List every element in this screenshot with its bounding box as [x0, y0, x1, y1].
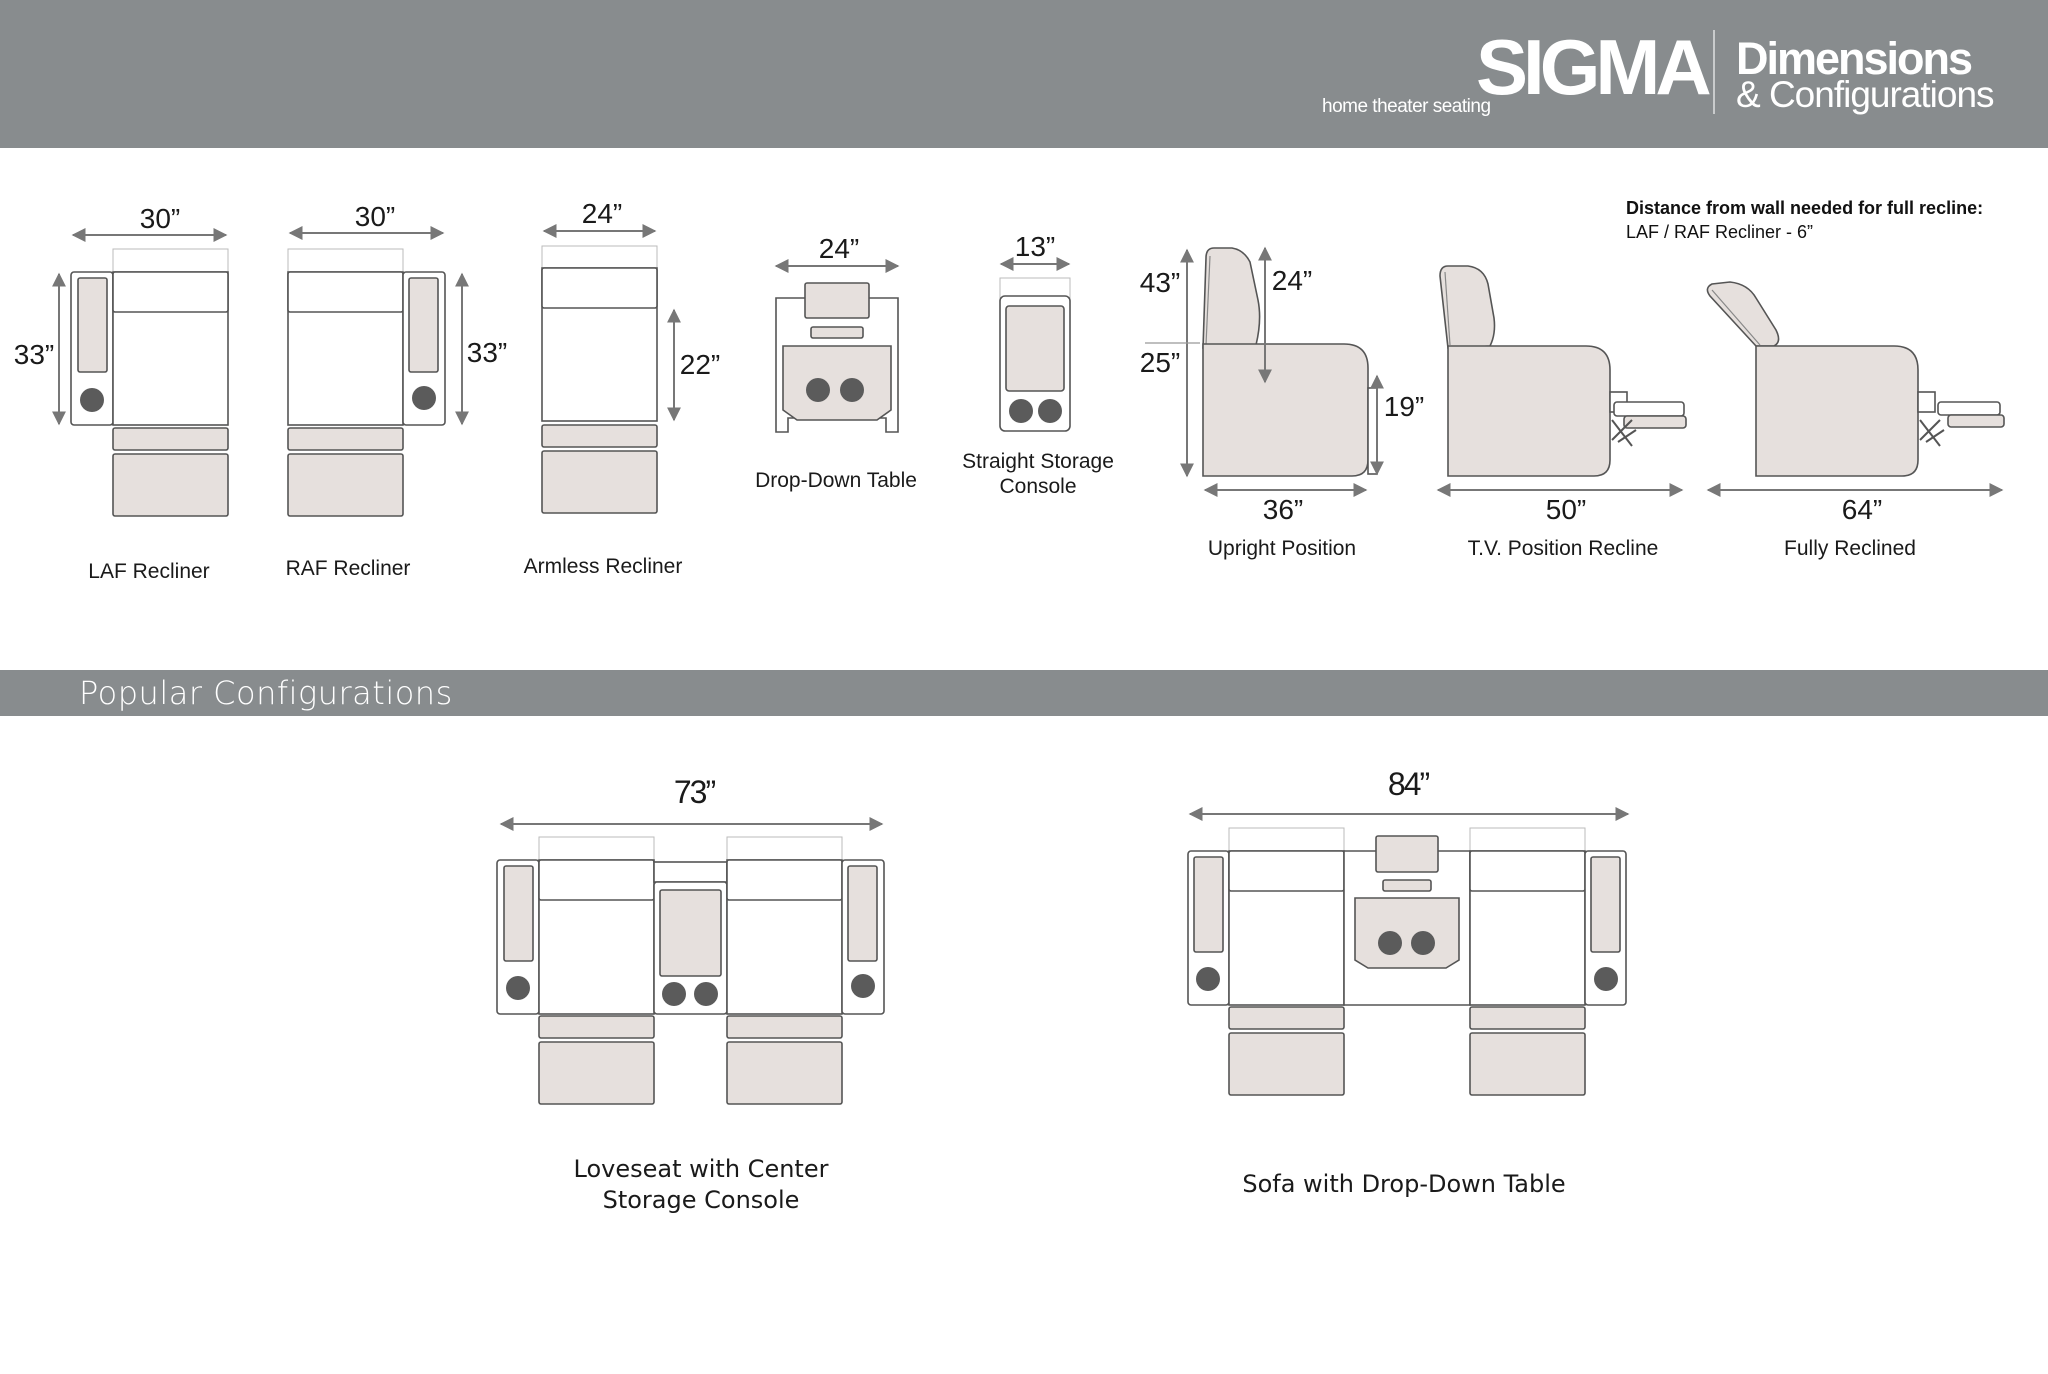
- cup-holder-icon: [851, 974, 875, 998]
- storage-console-diagram: [999, 277, 1071, 432]
- cup-holder-icon: [1009, 399, 1033, 423]
- back-height-label: 24”: [1272, 265, 1312, 296]
- tv-position-label: T.V. Position Recline: [1468, 537, 1659, 560]
- cup-holder-icon: [694, 982, 718, 1006]
- armless-depth-label: 22”: [680, 349, 720, 380]
- recline-note-value: LAF / RAF Recliner - 6”: [1626, 222, 1813, 242]
- brand-tagline: home theater seating: [1322, 96, 1491, 117]
- cup-holder-icon: [1594, 967, 1618, 991]
- drop-down-table-label: Drop-Down Table: [755, 469, 917, 492]
- cup-holder-icon: [80, 388, 104, 412]
- console-width-label: 13”: [1015, 231, 1055, 262]
- sofa-width-label: 84”: [1388, 766, 1430, 802]
- cup-holder-icon: [840, 378, 864, 402]
- raf-depth-label: 33”: [467, 337, 507, 368]
- sofa-config-diagram: [1187, 827, 1627, 1096]
- cup-holder-icon: [662, 982, 686, 1006]
- cup-holder-icon: [1411, 931, 1435, 955]
- seat-height-label: 25”: [1140, 347, 1180, 378]
- laf-width-label: 30”: [140, 203, 180, 234]
- arm-height-label: 19”: [1384, 391, 1424, 422]
- dimension-arrows: [52, 224, 2004, 831]
- console-label-line2: Console: [999, 475, 1076, 498]
- armless-recliner-label: Armless Recliner: [524, 555, 683, 578]
- tv-width-label: 50”: [1546, 494, 1586, 525]
- upright-profile-diagram: [1202, 247, 1378, 477]
- brand-logo: SIGMA: [1476, 23, 1712, 111]
- table-width-label: 24”: [819, 233, 859, 264]
- fully-reclined-label: Fully Reclined: [1784, 537, 1916, 560]
- page-subtitle: & Configurations: [1736, 74, 1995, 115]
- header-divider: [1713, 30, 1715, 114]
- upright-position-label: Upright Position: [1208, 537, 1356, 560]
- full-width-label: 64”: [1842, 494, 1882, 525]
- section-title: Popular Configurations: [79, 674, 453, 712]
- cup-holder-icon: [806, 378, 830, 402]
- loveseat-label-line1: Loveseat with Center: [574, 1155, 829, 1183]
- drop-down-table-diagram: [775, 282, 899, 433]
- armless-recliner-diagram: [541, 245, 658, 514]
- armless-width-label: 24”: [582, 198, 622, 229]
- cup-holder-icon: [506, 976, 530, 1000]
- sofa-label: Sofa with Drop-Down Table: [1242, 1170, 1565, 1198]
- loveseat-config-diagram: [496, 836, 885, 1105]
- upright-height-label: 43”: [1140, 267, 1180, 298]
- cup-holder-icon: [1378, 931, 1402, 955]
- section-band: [0, 670, 2048, 716]
- cup-holder-icon: [1038, 399, 1062, 423]
- fully-reclined-profile-diagram: [1706, 281, 2005, 477]
- recline-note-title: Distance from wall needed for full recli…: [1626, 198, 1983, 218]
- cup-holder-icon: [1196, 967, 1220, 991]
- laf-depth-label: 33”: [14, 339, 54, 370]
- laf-recliner-diagram: [70, 248, 229, 517]
- raf-recliner-diagram: [287, 248, 446, 517]
- loveseat-width-label: 73”: [674, 774, 716, 810]
- raf-recliner-label: RAF Recliner: [286, 557, 411, 580]
- cup-holder-icon: [412, 386, 436, 410]
- laf-recliner-label: LAF Recliner: [88, 560, 209, 583]
- console-label-line1: Straight Storage: [962, 450, 1114, 473]
- header-bar: [0, 0, 2048, 148]
- upright-width-label: 36”: [1263, 494, 1303, 525]
- loveseat-label-line2: Storage Console: [603, 1186, 800, 1214]
- raf-width-label: 30”: [355, 201, 395, 232]
- tv-position-profile-diagram: [1439, 265, 1687, 477]
- page-title: Dimensions: [1736, 33, 1973, 84]
